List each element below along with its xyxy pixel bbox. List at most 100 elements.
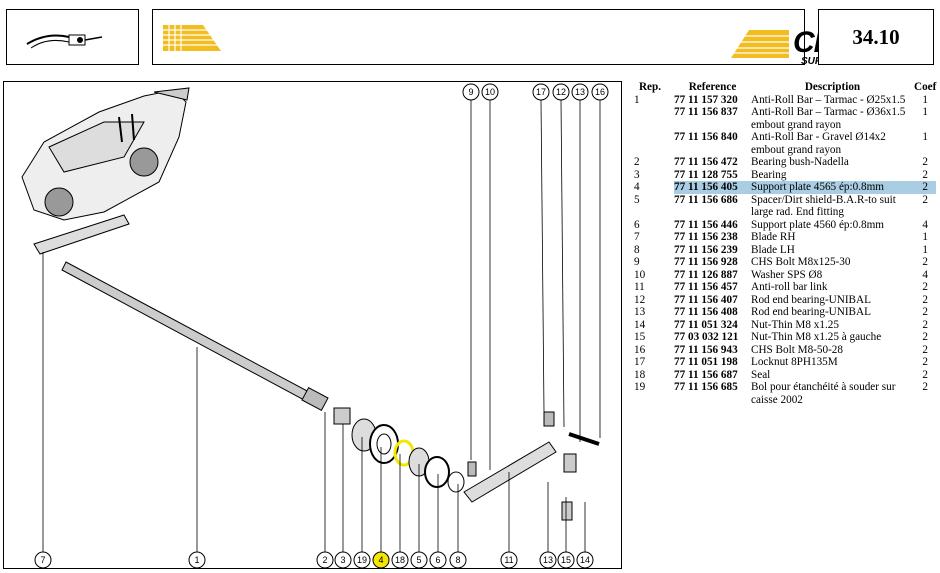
cell-rep: 4 xyxy=(634,181,640,193)
cell-coef: 2 xyxy=(922,281,928,293)
logo-stripes-icon xyxy=(731,30,789,58)
cell-ref: 77 11 156 943 xyxy=(674,343,738,356)
cell-ref: 77 11 156 407 xyxy=(674,293,738,306)
table-row: 8 77 11 156 239 Blade LH 1 xyxy=(626,244,936,257)
cell-coef: 2 xyxy=(922,168,928,181)
cell-rep: 14 xyxy=(634,318,646,331)
cell-desc: Blade LH xyxy=(751,243,795,256)
cell-ref: 77 11 156 238 xyxy=(674,231,738,243)
cell-rep: 7 xyxy=(634,231,640,243)
callout-number: 16 xyxy=(595,87,605,97)
cell-desc: Washer SPS Ø8 xyxy=(751,268,823,281)
cell-desc: Bearing bush-Nadella xyxy=(751,156,849,168)
page-number: 34.10 xyxy=(818,9,934,65)
cell-ref: 77 11 126 887 xyxy=(674,268,738,281)
cell-coef: 1 xyxy=(922,231,928,243)
callout-circle xyxy=(532,83,550,101)
cell-desc: Locknut 8PH135M xyxy=(751,356,838,368)
cell-desc: Bearing xyxy=(751,168,787,181)
table-row: 12 77 11 156 407 Rod end bearing-UNIBAL 2 xyxy=(626,294,936,307)
callout-number: 7 xyxy=(40,555,45,565)
cell-rep: 3 xyxy=(634,168,640,181)
cell-rep: 16 xyxy=(634,343,646,356)
cell-desc: CHS Bolt M8-50-28 xyxy=(751,343,843,356)
callout-circle xyxy=(481,83,499,101)
callout-circle xyxy=(462,83,480,101)
cell-ref: 77 11 156 457 xyxy=(674,281,738,293)
cell-coef: 2 xyxy=(914,181,937,194)
cell-rep: 8 xyxy=(634,243,640,256)
cell-rep: 6 xyxy=(634,218,640,231)
cell-desc: Nut-Thin M8 x1.25 à gauche xyxy=(751,331,882,343)
cell-ref: 77 11 156 685 xyxy=(674,381,738,393)
cell-rep: 12 xyxy=(634,293,646,306)
cell-coef: 1 xyxy=(922,106,928,118)
callout-number: 9 xyxy=(468,87,473,97)
anti-roll-bar-thumbnail-icon xyxy=(26,34,103,49)
cell-ref: 77 11 156 687 xyxy=(674,368,738,381)
cell-rep: 18 xyxy=(634,368,646,381)
cell-coef: 2 xyxy=(922,156,928,168)
callout-number: 18 xyxy=(395,555,405,565)
cell-ref: 77 11 157 320 xyxy=(674,93,738,106)
cell-rep: 1 xyxy=(634,93,640,106)
callout-number: 13 xyxy=(575,87,585,97)
cell-coef: 2 xyxy=(922,318,928,331)
callout-number: 17 xyxy=(536,87,546,97)
cell-ref: 77 11 051 198 xyxy=(674,356,738,368)
cell-ref: 77 11 156 408 xyxy=(674,306,738,318)
header-banner: Clio SUPER 1600 xyxy=(152,9,860,67)
cell-ref: 77 11 156 928 xyxy=(674,256,738,268)
callout-circle xyxy=(591,83,609,101)
cell-coef: 4 xyxy=(922,268,928,281)
header-reference: Reference xyxy=(688,81,737,93)
cell-coef: 1 xyxy=(922,93,928,106)
cell-rep: 9 xyxy=(634,256,640,268)
cell-ref: 77 11 156 840 xyxy=(674,131,738,143)
cell-ref: 77 11 128 755 xyxy=(674,168,738,181)
cell-coef: 2 xyxy=(922,343,928,356)
cell-ref: 77 11 156 239 xyxy=(674,243,738,256)
callout-number: 1 xyxy=(194,555,199,565)
cell-ref: 77 11 156 686 xyxy=(674,193,738,206)
table-row: 1 77 11 157 320 Anti-Roll Bar – Tarmac - Ø… xyxy=(626,94,936,107)
cell-desc: Anti-Roll Bar – Tarmac - Ø25x1.5 xyxy=(751,93,906,106)
cell-rep xyxy=(626,131,674,156)
callout-number: 4 xyxy=(378,555,383,565)
cell-rep: 13 xyxy=(634,306,646,318)
callout-leader-line xyxy=(560,99,565,428)
cell-coef: 2 xyxy=(922,293,928,306)
cell-coef: 2 xyxy=(922,356,928,368)
cell-desc: Support plate 4565 ép:0.8mm xyxy=(751,181,914,194)
header-rep: Rep. xyxy=(638,81,662,93)
table-row: 3 77 11 128 755 Bearing 2 xyxy=(626,169,936,182)
cell-ref: 77 11 156 837 xyxy=(674,106,738,118)
callout-number: 14 xyxy=(580,555,590,565)
stripes-icon xyxy=(163,25,223,51)
callout-leader-line xyxy=(540,99,545,413)
callout-number: 19 xyxy=(357,555,367,565)
cell-ref: 77 11 156 405 xyxy=(674,181,751,194)
cell-rep: 10 xyxy=(634,268,646,281)
cell-desc: Bol pour étanchéité à souder sur caisse … xyxy=(751,381,896,406)
thumbnail-box xyxy=(6,9,139,65)
callout-number: 5 xyxy=(416,555,421,565)
cell-ref: 77 03 032 121 xyxy=(674,331,739,343)
cell-desc: Rod end bearing-UNIBAL xyxy=(751,293,871,306)
cell-rep: 11 xyxy=(634,281,645,293)
callout-number: 12 xyxy=(556,87,566,97)
cell-ref: 77 11 156 472 xyxy=(674,156,738,168)
cell-coef: 1 xyxy=(922,243,928,256)
cell-rep: 5 xyxy=(634,193,640,206)
